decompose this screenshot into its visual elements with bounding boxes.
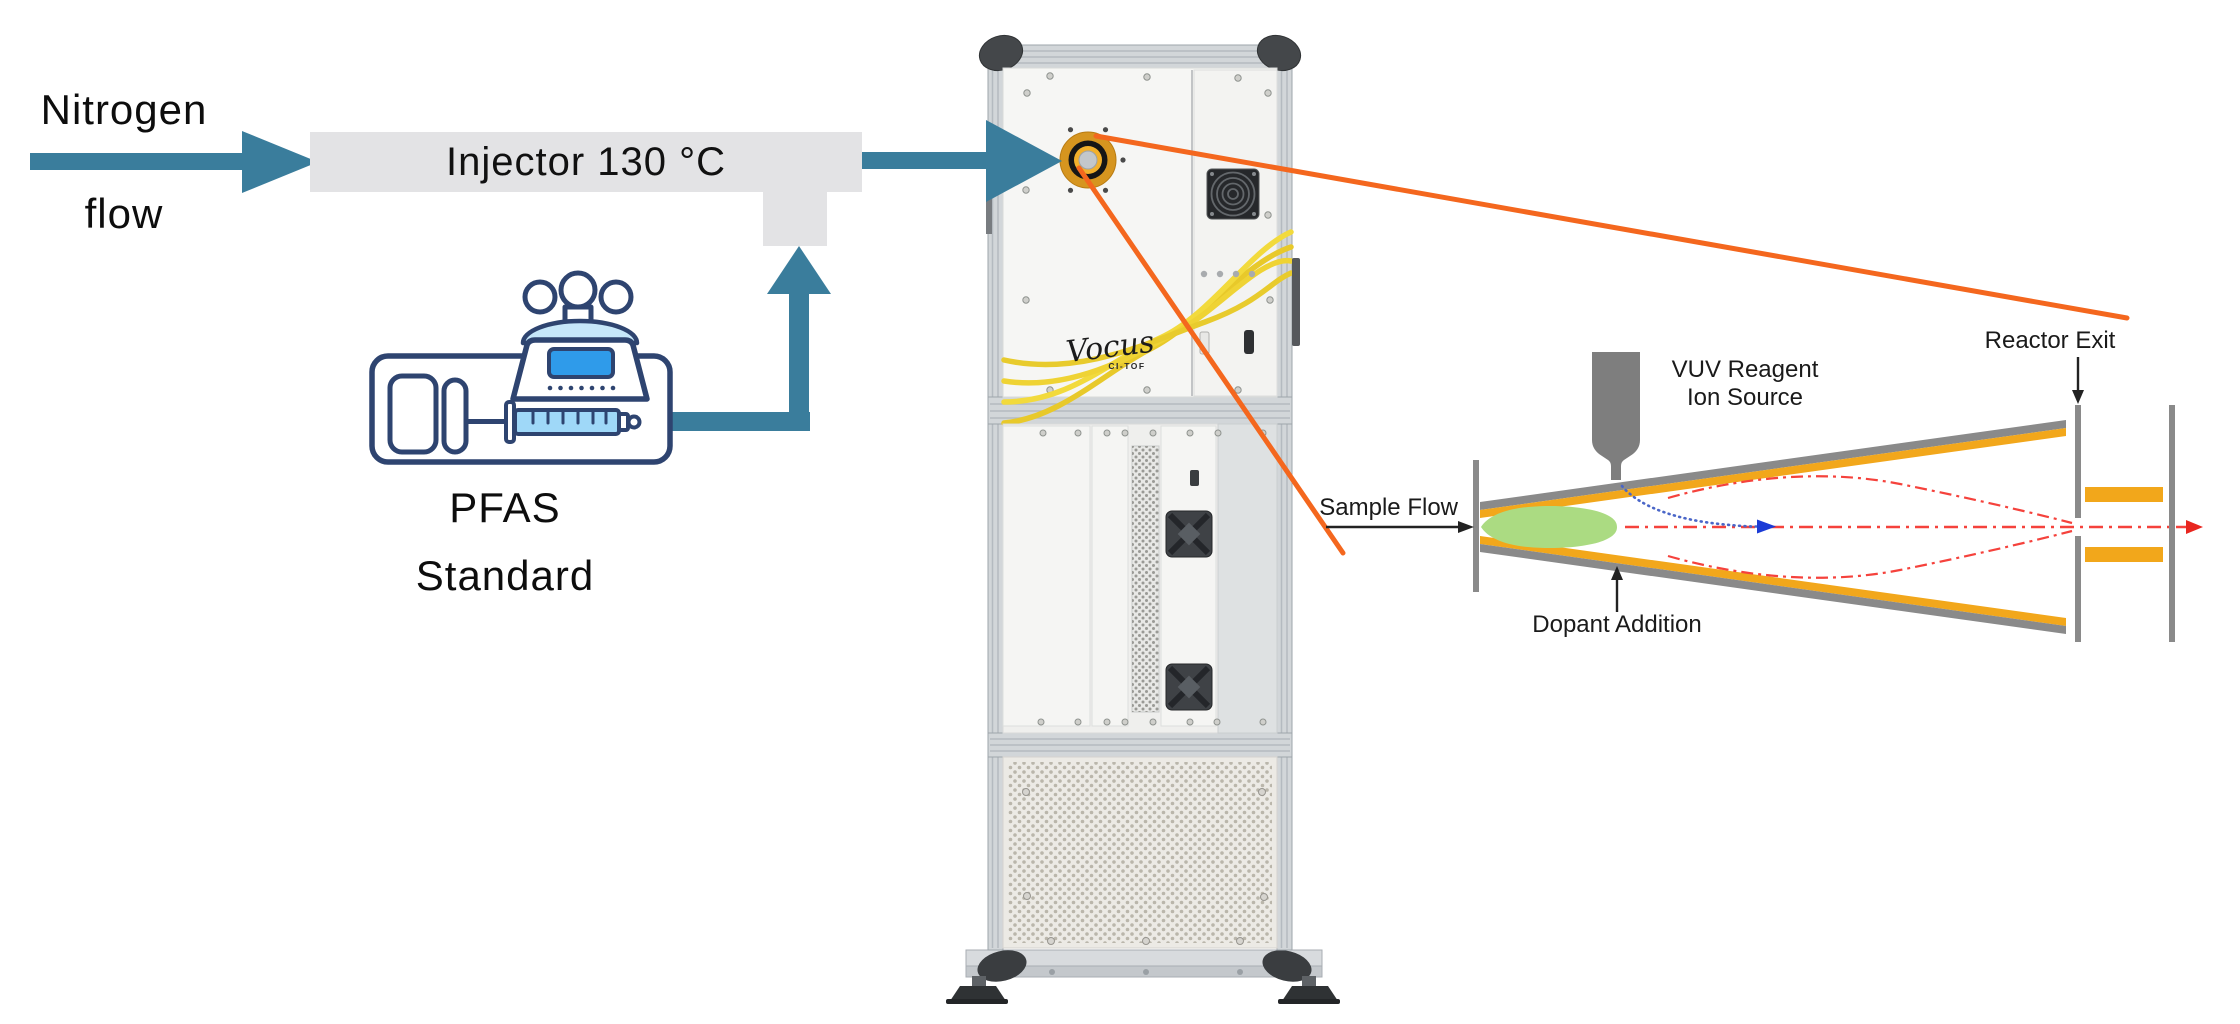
small-port	[1190, 470, 1199, 486]
reagent-ion-path	[1620, 484, 1759, 528]
instrument-model-label: CI-TOF	[1108, 361, 1146, 371]
connector-port-dark	[1244, 330, 1254, 354]
nitrogen-flow-arrow	[30, 131, 318, 193]
reactor-bottom-wall-outer	[1480, 544, 2066, 634]
injector-tee-stub	[763, 192, 827, 246]
nitrogen-label-line2: flow	[84, 190, 164, 237]
electrode-top	[2085, 487, 2163, 502]
side-handle	[1292, 258, 1300, 346]
vuv-label-line2: Ion Source	[1686, 384, 1804, 411]
pump-bracket	[387, 373, 439, 455]
syringe-feed-arrow	[658, 246, 831, 431]
reactor-top-wall-inner	[1480, 428, 2066, 518]
sample-plume	[1481, 505, 1617, 549]
pump-buttons	[547, 385, 616, 391]
pusher-block	[441, 377, 469, 455]
sample-flow-label: Sample Flow	[1319, 494, 1458, 521]
upper-panel	[1001, 67, 1294, 426]
injector-to-inlet-arrow	[862, 120, 1062, 202]
side-latch	[986, 186, 992, 234]
pfas-label-line2: Standard	[415, 552, 595, 599]
fan-grille-icon	[1206, 168, 1260, 220]
injector-box	[310, 132, 862, 192]
syringe-flange	[504, 400, 516, 444]
entrance-plate	[1473, 460, 1479, 592]
cooling-fan-top-icon	[1165, 510, 1213, 558]
electrode-bottom	[2085, 547, 2163, 562]
nitrogen-label-line1: Nitrogen	[40, 86, 208, 133]
mass-spectrometer-rack	[946, 34, 1340, 1004]
vuv-lamp-icon	[1592, 352, 1640, 480]
foot-cap-left	[977, 950, 1027, 982]
ion-reactor-diagram	[1326, 352, 2203, 642]
reagent-ion-arrowhead	[1757, 519, 1776, 534]
exit-beam-arrowhead	[2186, 520, 2203, 534]
dopant-addition-label: Dopant Addition	[1532, 611, 1702, 638]
panel-screws	[1037, 429, 1267, 726]
exit-plate-top	[2075, 405, 2081, 518]
cooling-fan-bottom-icon	[1165, 663, 1213, 711]
reactor-top-wall-outer	[1480, 420, 2066, 510]
annotation-arrows	[1326, 357, 2080, 612]
vuv-label-line1: VUV Reagent	[1671, 356, 1819, 383]
ion-trajectories	[1625, 475, 2186, 579]
upper-trajectory	[1667, 475, 2073, 525]
vent-dots	[1200, 270, 1256, 278]
syringe-pump-icon	[369, 270, 673, 465]
exit-plate-bottom	[2075, 536, 2081, 642]
foot-cap-right	[1262, 950, 1312, 982]
middle-section	[1002, 423, 1278, 734]
reactor-bottom-wall-inner	[1480, 536, 2066, 626]
leveling-foot-left	[946, 976, 1008, 1004]
injector-label: Injector 130 °C	[445, 140, 727, 184]
perforated-panel	[1002, 756, 1278, 949]
lower-trajectory	[1667, 529, 2073, 579]
reactor-exit-label: Reactor Exit	[1984, 327, 2116, 354]
leveling-foot-right	[1278, 976, 1340, 1004]
syringe-barrel	[513, 408, 642, 436]
pointer-line-bottom	[1076, 165, 1346, 556]
panel-screws	[1022, 72, 1274, 394]
rear-plate	[2169, 405, 2175, 642]
rack-base	[946, 949, 1340, 1004]
cables	[1001, 229, 1294, 426]
pointer-line-top	[1093, 133, 2130, 321]
magnifier-pointer-lines	[1076, 133, 2130, 556]
pfas-label-line1: PFAS	[449, 484, 561, 531]
pump-screen	[547, 347, 615, 379]
